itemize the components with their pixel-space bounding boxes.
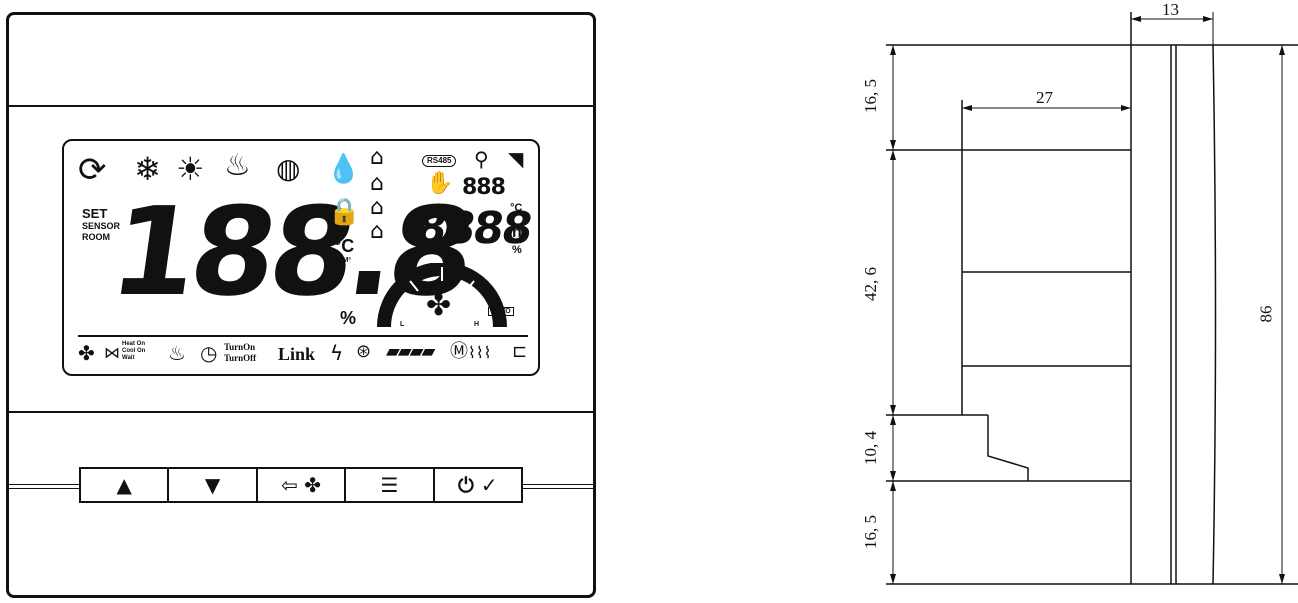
up-button[interactable]: ▲ bbox=[81, 469, 170, 501]
fan-low-label: L bbox=[400, 321, 405, 328]
fan-icon: ✤ bbox=[78, 341, 95, 365]
bottom-divider bbox=[9, 411, 593, 413]
turn-off-label: TurnOff bbox=[224, 353, 257, 363]
house-icon: ⌂ bbox=[370, 171, 384, 196]
button-row-line-right-2 bbox=[523, 488, 593, 489]
water-drops-icon: 💧 bbox=[326, 152, 361, 185]
top-divider bbox=[9, 105, 593, 107]
back-fan-icon: ⇦ ✤ bbox=[281, 473, 321, 497]
flame-icon: ♨ bbox=[168, 341, 186, 365]
house-icon: ⌂ bbox=[370, 195, 384, 220]
target-icon: ⊛ bbox=[356, 341, 372, 362]
hand-icon: ✋ bbox=[426, 171, 454, 196]
button-row-line-right bbox=[523, 484, 593, 485]
hours-label: h bbox=[512, 224, 522, 241]
cool-on-label: Cool On bbox=[122, 348, 146, 354]
snowflake-icon: ❄ bbox=[134, 150, 161, 188]
ugm3-label: ug/M³ bbox=[332, 257, 351, 264]
link-label: Link bbox=[278, 344, 316, 364]
celsius-small-label: °C bbox=[510, 202, 523, 214]
percent-big-label: % bbox=[340, 308, 357, 328]
button-row: ▲ ▼ ⇦ ✤ ☰ ⏻ ✓ bbox=[79, 467, 523, 503]
menu-icon: ☰ bbox=[380, 473, 399, 497]
floor-heat-icon: ♨ bbox=[224, 148, 251, 183]
dimension-middle-section: 42, 6 bbox=[861, 267, 880, 301]
motor-icon: Ⓜ bbox=[450, 341, 468, 362]
fan-speed-gauge bbox=[377, 263, 507, 328]
up-arrow-icon: ▲ bbox=[116, 473, 132, 497]
refresh-icon: ⟳ bbox=[78, 150, 107, 190]
set-label: SET bbox=[82, 206, 108, 221]
room-label: ROOM bbox=[82, 232, 110, 242]
rs485-label: RS485 bbox=[422, 155, 457, 167]
lcd-separator bbox=[78, 335, 528, 337]
sun-icon: ☀ bbox=[176, 150, 205, 188]
lightning-icon: ϟ bbox=[330, 341, 344, 365]
clock-icon: ◷ bbox=[200, 341, 218, 365]
antenna-icon: ⚲ bbox=[474, 147, 489, 171]
power-check-icon: ⏻ ✓ bbox=[458, 473, 498, 497]
fan-icon: ✤ bbox=[426, 288, 452, 323]
plug-icon: ⊏ bbox=[512, 341, 528, 362]
fan-auto-label: AUTO bbox=[488, 307, 514, 316]
button-row-line-left bbox=[9, 484, 79, 485]
wifi-icon: ◥ bbox=[508, 147, 524, 171]
dimension-total-height: 86 bbox=[1256, 305, 1276, 323]
wait-label: Wait bbox=[122, 355, 135, 361]
lock-icon: 🔒 bbox=[328, 197, 361, 227]
back-fan-button[interactable]: ⇦ ✤ bbox=[258, 469, 347, 501]
button-row-line-left-2 bbox=[9, 488, 79, 489]
sensor-label: SENSOR bbox=[82, 221, 121, 231]
percent-small-label: % bbox=[512, 244, 522, 256]
lcd-screen: ⟳ ❄ ☀ ♨ ◍ 💧 ⌂ ⌂ ⌂ ⌂ RS485 ✋ ⚲ ◥ 888 SET … bbox=[62, 139, 540, 376]
turn-on-label: TurnOn bbox=[224, 342, 256, 352]
valve-icon: ⋈ bbox=[104, 343, 120, 362]
down-button[interactable]: ▼ bbox=[169, 469, 258, 501]
battery-bar-icon: ▰▰▰▰ bbox=[386, 341, 435, 362]
dimension-depth-top: 13 bbox=[1162, 0, 1179, 19]
dimension-top-section: 16, 5 bbox=[861, 79, 880, 113]
segment-display: 888 bbox=[462, 175, 506, 200]
menu-button[interactable]: ☰ bbox=[346, 469, 435, 501]
dimension-depth-inner: 27 bbox=[1036, 88, 1053, 107]
power-confirm-button[interactable]: ⏻ ✓ bbox=[435, 469, 521, 501]
down-arrow-icon: ▼ bbox=[204, 473, 221, 497]
dimension-step-section: 10, 4 bbox=[861, 431, 880, 465]
dimension-bottom-section: 16, 5 bbox=[861, 515, 880, 549]
fan-coil-icon: ◍ bbox=[276, 152, 301, 185]
fan-high-label: H bbox=[474, 321, 480, 328]
celsius-big-label: °C bbox=[334, 236, 355, 256]
heat-on-label: Heat On bbox=[122, 341, 146, 347]
thermostat-front-view bbox=[6, 12, 596, 598]
house-icon: ⌂ bbox=[370, 145, 384, 170]
house-icon: ⌂ bbox=[370, 219, 384, 244]
wave-icon: ⌇⌇⌇ bbox=[468, 343, 492, 362]
